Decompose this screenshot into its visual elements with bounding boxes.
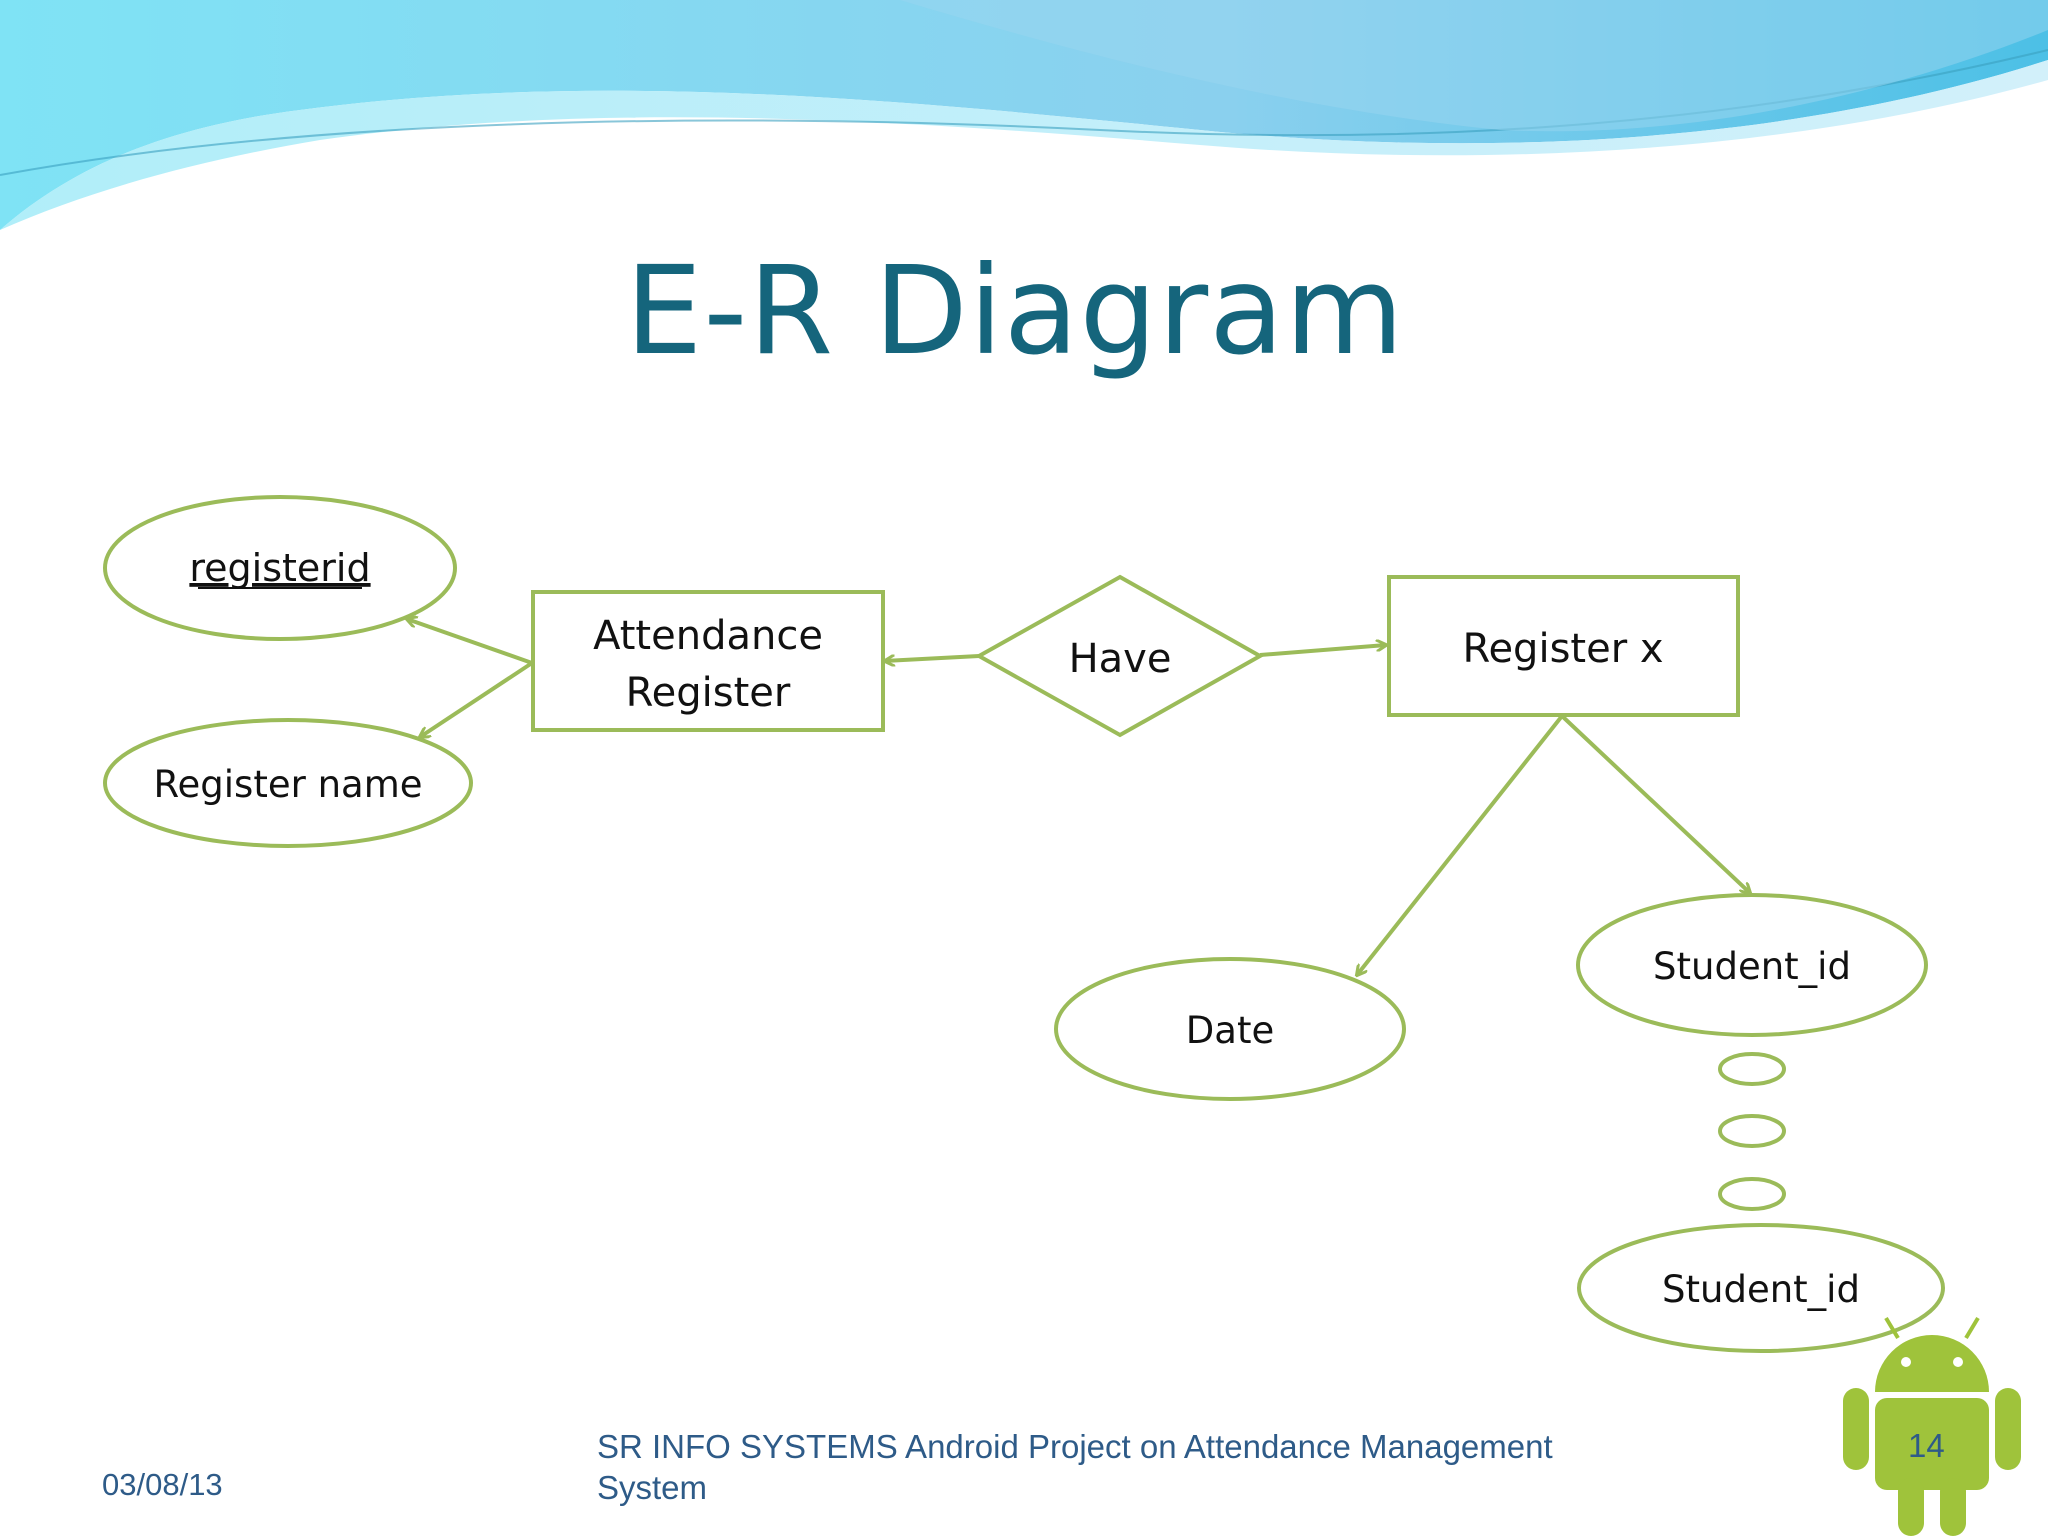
attribute-date-label: Date bbox=[1186, 1009, 1274, 1052]
attribute-student-id-first bbox=[1576, 893, 1928, 1037]
attribute-register-name bbox=[103, 718, 473, 848]
connector-registerid bbox=[407, 619, 533, 665]
ellipsis-dot bbox=[1718, 1114, 1786, 1148]
connector-date bbox=[1357, 714, 1564, 975]
footer-date: 03/08/13 bbox=[102, 1467, 223, 1502]
connector-register-name bbox=[420, 661, 534, 737]
slide-title: E-R Diagram bbox=[625, 240, 1405, 382]
entity-attendance-register-label-line2: Register bbox=[626, 670, 791, 716]
entity-register-x-label: Register x bbox=[1462, 626, 1663, 672]
connector-student-id bbox=[1560, 714, 1750, 893]
attribute-student-id-last-label: Student_id bbox=[1662, 1268, 1860, 1311]
attribute-student-id-first-label: Student_id bbox=[1653, 945, 1851, 988]
footer-text: SR INFO SYSTEMS Android Project on Atten… bbox=[597, 1428, 1553, 1506]
page-number: 14 bbox=[1908, 1427, 1945, 1464]
attribute-student-id-last bbox=[1577, 1223, 1945, 1353]
ellipsis-dot bbox=[1718, 1052, 1786, 1086]
ellipsis-dot bbox=[1718, 1177, 1786, 1211]
connector-have-attendance bbox=[885, 654, 980, 661]
entity-attendance-register-label-line1: Attendance bbox=[593, 613, 823, 659]
attribute-date bbox=[1054, 957, 1406, 1101]
attribute-registerid-label: registerid bbox=[189, 546, 370, 590]
android-robot-icon bbox=[1843, 1316, 2021, 1536]
connector-have-registerx bbox=[1259, 645, 1386, 657]
relationship-have bbox=[974, 574, 1265, 738]
attribute-registerid bbox=[103, 495, 457, 641]
entity-attendance-register bbox=[531, 590, 885, 732]
attribute-register-name-label: Register name bbox=[153, 763, 422, 806]
relationship-have-label: Have bbox=[1069, 636, 1172, 682]
entity-register-x bbox=[1387, 575, 1740, 717]
